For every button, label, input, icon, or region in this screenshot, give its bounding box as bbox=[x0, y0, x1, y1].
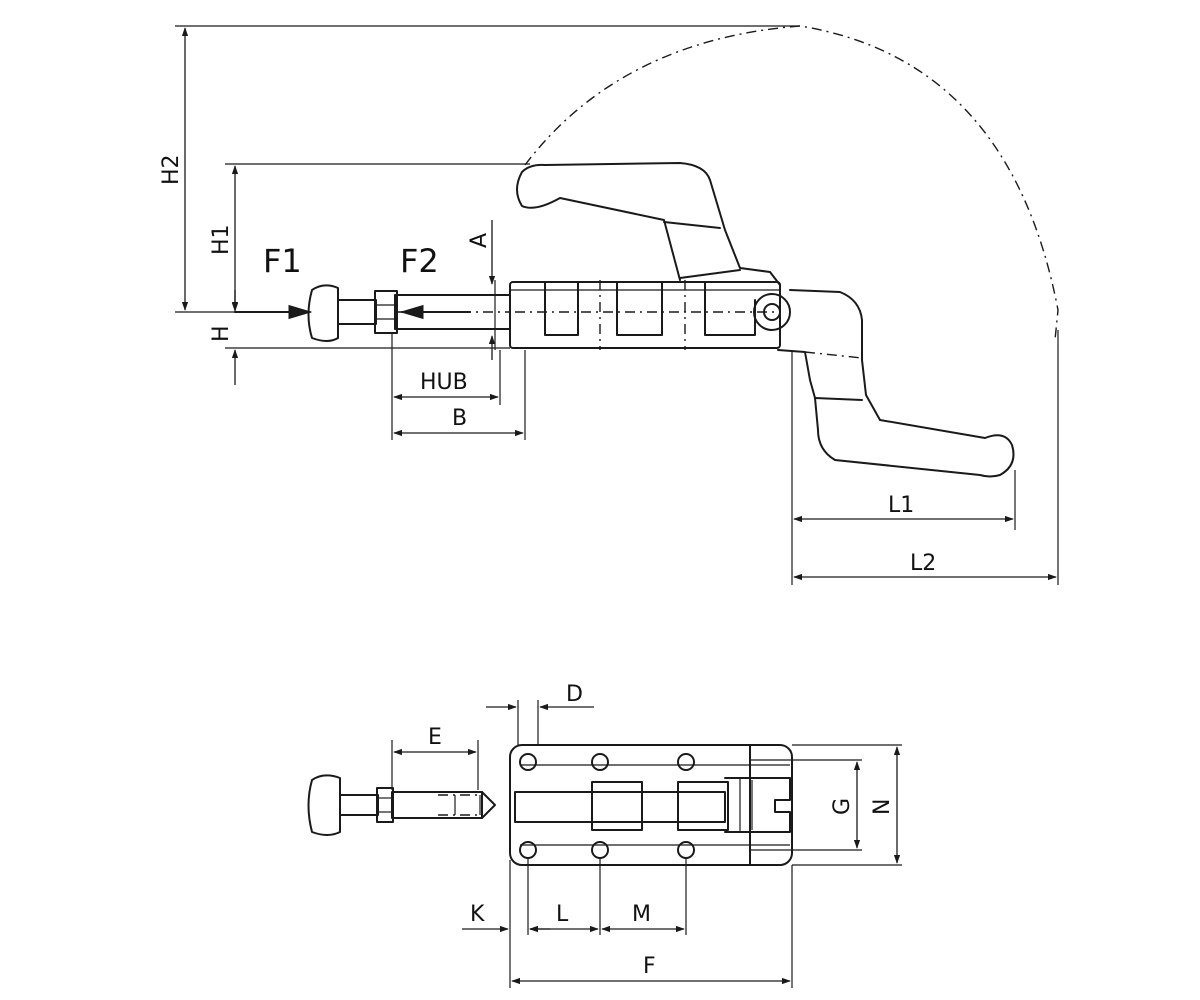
mount-hole bbox=[677, 753, 695, 771]
mount-hole bbox=[519, 753, 537, 771]
plunger bbox=[337, 280, 511, 350]
label-b: B bbox=[452, 406, 467, 431]
label-l: L bbox=[556, 902, 569, 927]
pivot-pin bbox=[753, 293, 791, 331]
label-g: G bbox=[830, 798, 855, 815]
label-a: A bbox=[467, 233, 492, 248]
handle-closed bbox=[516, 162, 781, 286]
knob-top bbox=[307, 774, 341, 836]
label-d: D bbox=[566, 682, 583, 707]
label-e: E bbox=[428, 725, 442, 750]
handle-open bbox=[777, 289, 1015, 478]
clamp-body bbox=[509, 280, 781, 350]
plunger-top bbox=[339, 787, 496, 823]
label-f: F bbox=[643, 954, 656, 979]
label-n: N bbox=[870, 799, 895, 815]
label-h: H bbox=[209, 325, 234, 342]
base-plate bbox=[509, 744, 793, 866]
label-l2: L2 bbox=[910, 551, 936, 576]
knob bbox=[307, 284, 339, 342]
label-f1: F1 bbox=[263, 242, 302, 280]
label-h2: H2 bbox=[159, 154, 184, 185]
handle-swing-arc bbox=[524, 25, 1059, 341]
label-f2: F2 bbox=[400, 242, 439, 280]
mount-hole bbox=[591, 753, 609, 771]
label-l1: L1 bbox=[888, 493, 914, 518]
label-m: M bbox=[632, 902, 651, 927]
side-view: F1 F2 H2 H1 H A HUB B L1 bbox=[159, 25, 1059, 585]
label-hub: HUB bbox=[420, 370, 468, 395]
label-h1: H1 bbox=[209, 224, 234, 255]
top-view: D E G N K L M F bbox=[307, 682, 902, 988]
label-k: K bbox=[470, 902, 485, 927]
